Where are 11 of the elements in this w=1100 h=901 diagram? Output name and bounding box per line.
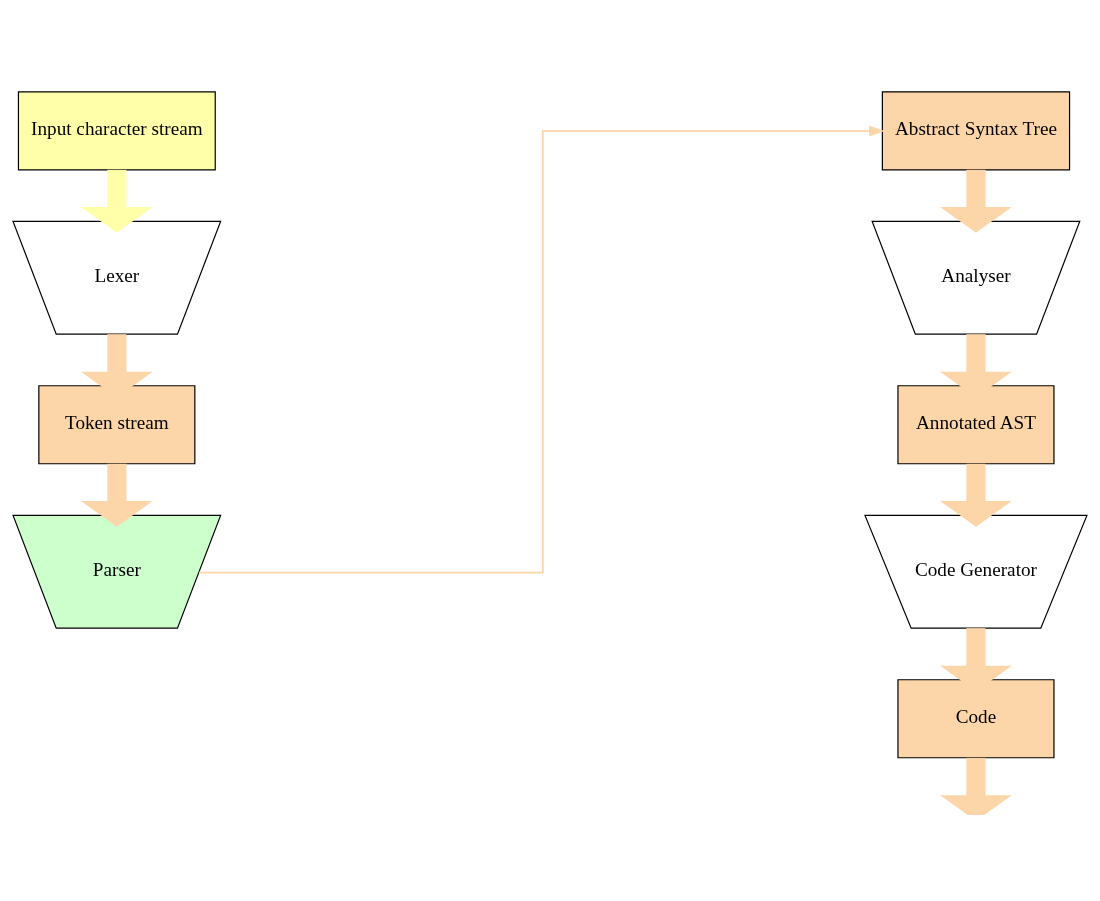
arrow bbox=[198, 125, 885, 573]
arrow bbox=[940, 463, 1012, 527]
arrow bbox=[81, 169, 153, 233]
arrow bbox=[940, 757, 1012, 815]
node-box: Code bbox=[897, 678, 1055, 758]
arrow bbox=[81, 463, 153, 527]
node-box: Input character stream bbox=[17, 90, 216, 170]
node-box: Annotated AST bbox=[897, 384, 1055, 464]
node-box: Abstract Syntax Tree bbox=[881, 90, 1071, 170]
node-box: Token stream bbox=[38, 384, 196, 464]
arrow bbox=[940, 169, 1012, 233]
